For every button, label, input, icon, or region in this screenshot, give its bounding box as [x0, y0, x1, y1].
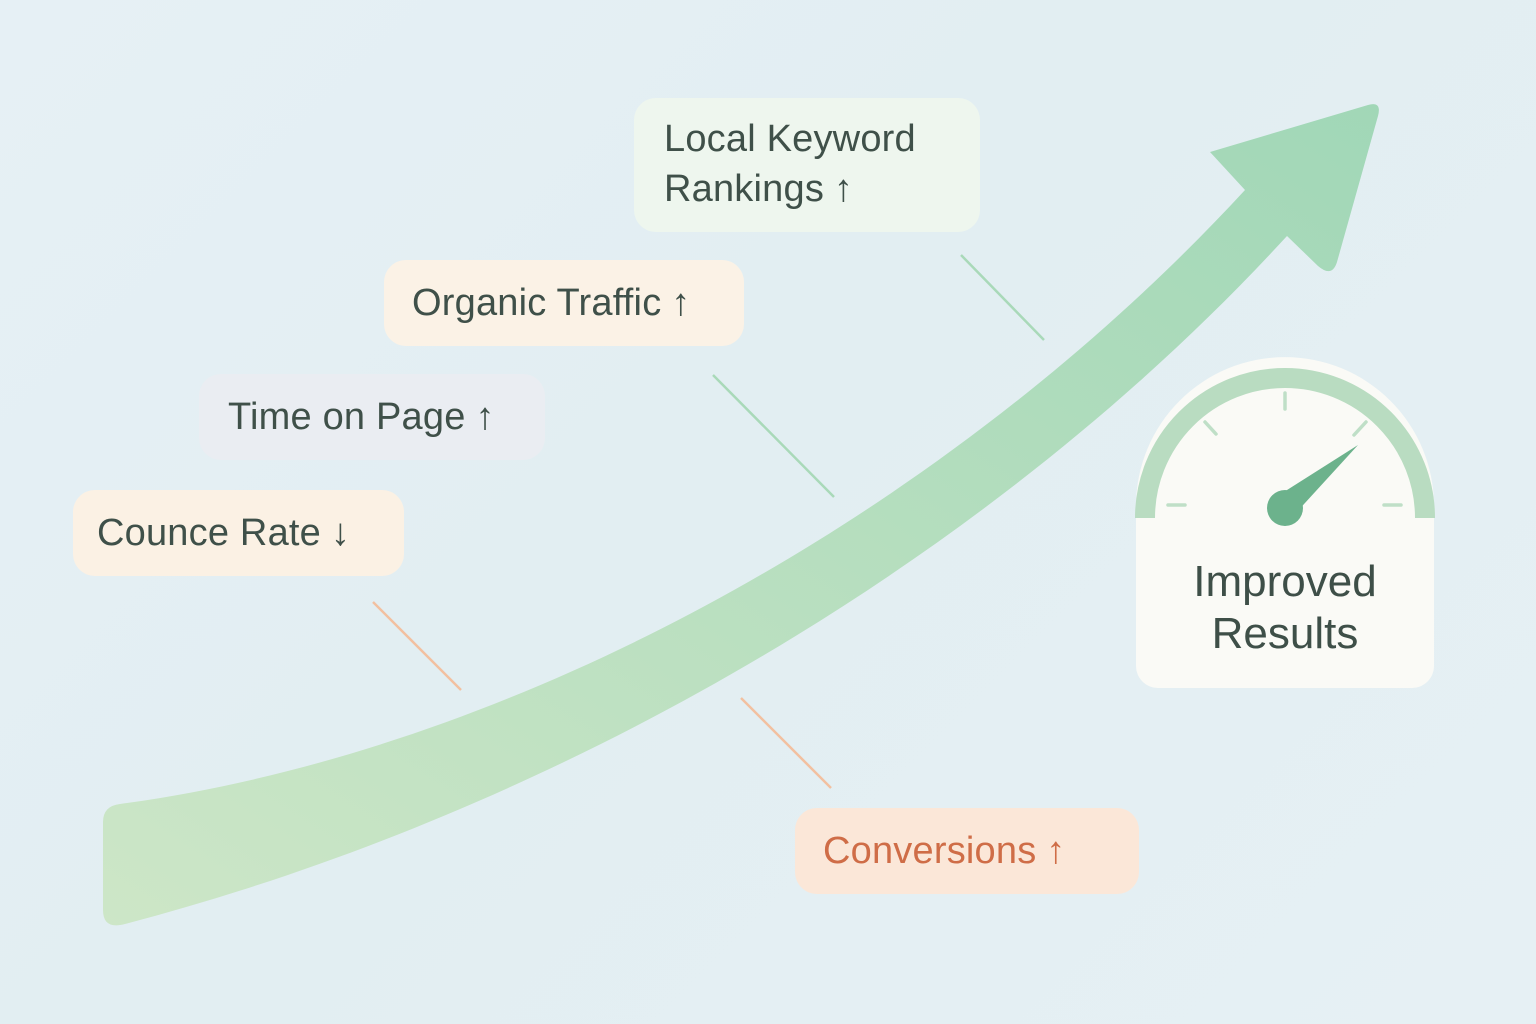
- gauge-hub: [1267, 490, 1303, 526]
- card-local-keyword-rankings: Local Keyword Rankings↑: [634, 98, 980, 232]
- connector-line-traffic: [712, 374, 835, 498]
- arrow-down-icon: ↓: [331, 512, 351, 554]
- card-traffic-label: Organic Traffic: [412, 282, 662, 324]
- card-conversions-label: Conversions: [823, 830, 1037, 872]
- arrow-up-icon: ↑: [1046, 830, 1066, 872]
- trend-arrow-icon: [103, 104, 1379, 926]
- gauge-label-line2: Results: [1211, 609, 1359, 658]
- arrow-up-icon: ↑: [475, 396, 495, 438]
- connector-line-conversions: [740, 697, 832, 789]
- connector-line-keyword: [960, 254, 1045, 341]
- arrow-up-icon: ↑: [834, 168, 854, 210]
- arrow-up-icon: ↑: [671, 282, 691, 324]
- connector-line-bounce: [372, 601, 462, 691]
- card-keyword-label: Local Keyword Rankings: [664, 118, 916, 210]
- card-organic-traffic: Organic Traffic↑: [384, 260, 744, 346]
- card-bounce-rate: Counce Rate↓: [73, 490, 404, 576]
- card-keyword-text: Local Keyword Rankings↑: [664, 114, 950, 214]
- gauge-arc: [1135, 368, 1435, 519]
- gauge-label: Improved Results: [1136, 556, 1434, 660]
- gauge-ticks: [1166, 391, 1403, 507]
- card-conversions: Conversions↑: [795, 808, 1139, 894]
- card-bounce-label: Counce Rate: [97, 512, 322, 554]
- card-time-label: Time on Page: [228, 396, 466, 438]
- speedometer-icon: [1135, 357, 1435, 688]
- card-time-on-page: Time on Page↑: [199, 374, 545, 460]
- gauge-label-line1: Improved: [1193, 557, 1377, 606]
